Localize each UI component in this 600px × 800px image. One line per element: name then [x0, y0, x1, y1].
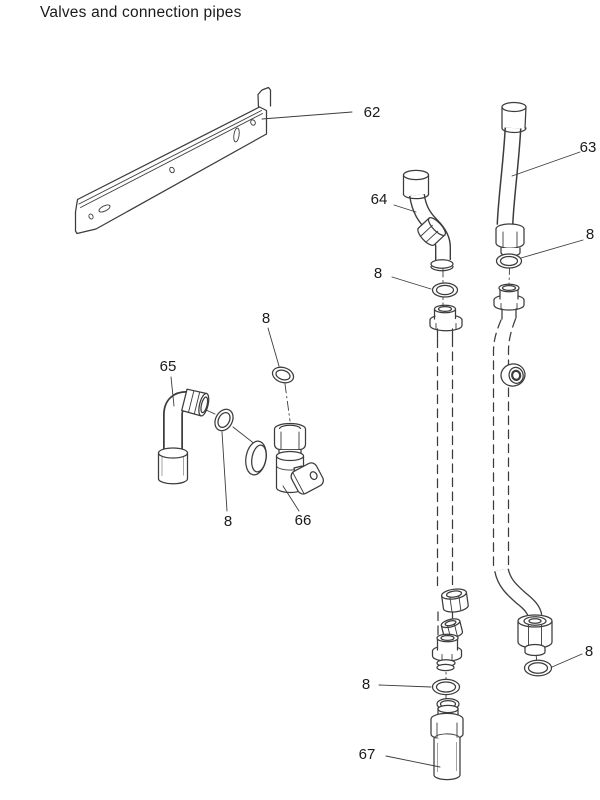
pipe-67: [430, 704, 464, 781]
elbow-65: [157, 388, 210, 485]
callout-63: 63: [580, 139, 597, 156]
pipe-64: [402, 169, 454, 306]
washer-under-63: [495, 253, 523, 269]
bracket-part: [74, 86, 272, 235]
union-fitting-63: [493, 283, 525, 320]
leader-lines: [170, 111, 584, 768]
callout-8-left-top: 8: [374, 265, 382, 282]
pipe-63: [495, 101, 527, 288]
callout-8-middle-top: 8: [262, 310, 270, 327]
callout-8-bottom-right: 8: [585, 643, 593, 660]
right-pipe-lower-end: [494, 568, 553, 677]
washer-above-valve: [271, 366, 295, 422]
washer-under-64: [431, 282, 459, 298]
washer-bottom-right: [523, 659, 553, 677]
washer-bottom-left: [431, 678, 461, 696]
page-title: Valves and connection pipes: [40, 4, 242, 21]
callout-8-right-top: 8: [586, 226, 594, 243]
callout-65: 65: [160, 358, 177, 375]
callout-67: 67: [359, 746, 376, 763]
union-fitting-64: [429, 304, 463, 339]
callout-labels: 62 63 64 8 8 8 65 8 66 8 67 8: [160, 104, 597, 763]
callout-62: 62: [364, 104, 381, 121]
callout-8-middle-bottom: 8: [224, 513, 232, 530]
callout-64: 64: [371, 191, 388, 208]
valve-66: [245, 422, 324, 495]
washer-elbow-valve: [205, 408, 257, 446]
callout-66: 66: [295, 512, 312, 529]
callout-8-bottom-left: 8: [362, 676, 370, 693]
bottom-left-fittings: [431, 588, 469, 713]
dashed-pipe-right: [492, 318, 517, 571]
union-nut-mid: [500, 363, 526, 387]
